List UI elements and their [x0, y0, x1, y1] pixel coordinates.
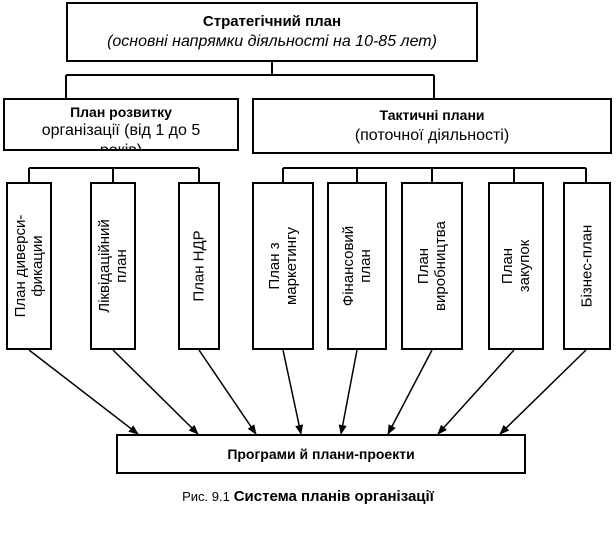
arrow-plan-7	[437, 349, 515, 435]
plan-label-line: План диверси-	[12, 214, 29, 318]
tactical-plans-line1: Тактичні плани	[379, 107, 485, 123]
plan-label-line: виробництва	[432, 221, 449, 311]
plan-box-production: План виробництва	[401, 182, 463, 350]
figure-caption-label: Рис. 9.1	[182, 489, 230, 504]
plan-label-line: план	[113, 249, 130, 283]
plan-box-diversification: План диверси- фикации	[6, 182, 52, 350]
tactical-plans-box: Тактичні плани (поточної діяльності)	[252, 98, 612, 154]
plan-box-marketing: План з маркетингу	[252, 182, 314, 350]
plan-label-line: План	[415, 247, 432, 285]
development-plan-line2: організації (від 1 до 5	[41, 122, 201, 139]
plan-label-line: план	[357, 249, 374, 283]
plan-label-line: План НДР	[190, 230, 208, 302]
plan-label-line: Бізнес-план	[578, 224, 596, 308]
plan-label-line: Фінансовий	[340, 225, 357, 307]
plan-label-line: План з	[266, 242, 283, 290]
plan-label-line: План	[499, 247, 516, 285]
development-plan-line1: План розвитку	[70, 104, 172, 120]
strategic-plan-subtitle: (основні напрямки діяльності на 10-85 ле…	[107, 33, 437, 50]
plan-label-line: фикации	[29, 235, 46, 297]
plan-box-business: Бізнес-план	[563, 182, 611, 350]
strategic-plan-title: Стратегічний план	[202, 13, 342, 30]
strategic-plan-box: Стратегічний план (основні напрямки діял…	[66, 2, 478, 62]
plan-label-line: маркетингу	[283, 226, 300, 306]
arrow-plan-4	[282, 349, 304, 435]
arrow-plan-6	[387, 349, 433, 435]
tactical-plans-line2: (поточної діяльності)	[354, 127, 510, 144]
arrow-plan-3	[198, 349, 257, 435]
programs-projects-box: Програми й плани-проекти	[116, 434, 526, 474]
arrow-plan-5	[338, 349, 358, 435]
arrow-plan-8	[499, 349, 587, 435]
arrow-plan-1	[28, 349, 139, 435]
plan-label-line: закупок	[516, 239, 533, 293]
figure-caption: Рис. 9.1 Система планів організації	[0, 488, 616, 505]
plan-box-financial: Фінансовий план	[327, 182, 387, 350]
plan-label-line: Ліквідаційний	[96, 219, 113, 313]
programs-projects-label: Програми й плани-проекти	[227, 446, 415, 462]
plan-box-liquidation: Ліквідаційний план	[90, 182, 136, 350]
plan-box-rnd: План НДР	[178, 182, 220, 350]
development-plan-box: План розвитку організації (від 1 до 5 ро…	[3, 98, 239, 151]
plan-box-purchasing: План закупок	[488, 182, 544, 350]
figure-caption-title: Система планів організації	[233, 488, 434, 505]
development-plan-line3: років)	[99, 142, 143, 151]
arrow-plan-2	[112, 349, 199, 435]
